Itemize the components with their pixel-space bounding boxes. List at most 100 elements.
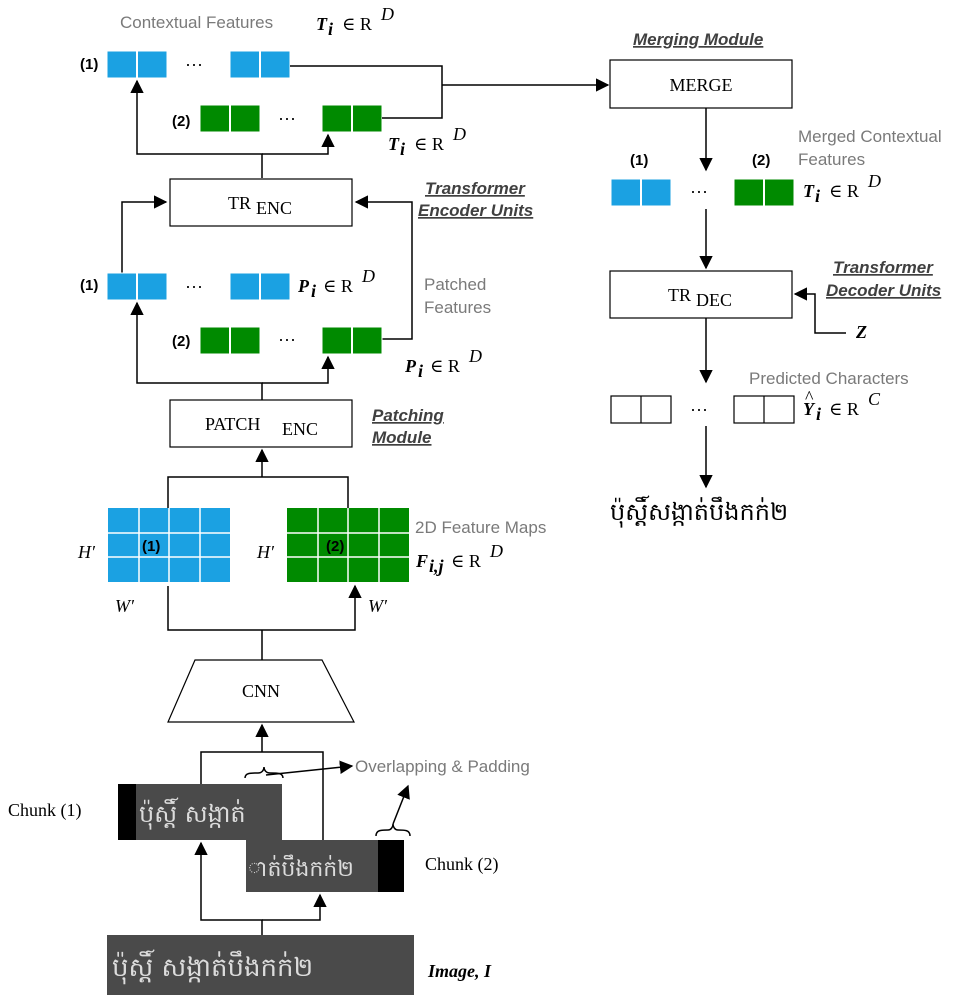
patching-module-label-1: Patching bbox=[372, 406, 444, 425]
arrow-feature-maps-to-patch-encoder bbox=[168, 450, 348, 508]
svg-text:∈ R: ∈ R bbox=[323, 276, 353, 296]
svg-text:i: i bbox=[816, 404, 821, 424]
contextual-green-block-left bbox=[200, 105, 260, 132]
svg-text:^: ^ bbox=[805, 387, 814, 407]
svg-text:i: i bbox=[418, 361, 423, 381]
feature-maps-label: 2D Feature Maps bbox=[415, 518, 546, 537]
patched-blue-block-right bbox=[230, 273, 290, 300]
merged-contextual-label-2: Features bbox=[798, 150, 865, 169]
patched-features-label-2: Features bbox=[424, 298, 491, 317]
patching-module-label-2: Module bbox=[372, 428, 432, 447]
svg-text:ប៉ុស្តិ៍ សង្កាត់បឹងកក់២: ប៉ុស្តិ៍ សង្កាត់បឹងកក់២ bbox=[112, 949, 313, 985]
svg-text:i: i bbox=[311, 281, 316, 301]
svg-text:TR: TR bbox=[668, 285, 691, 305]
feature-map-marker-2: (2) bbox=[326, 538, 344, 555]
svg-text:ាត់បឹងកក់២: ាត់បឹងកក់២ bbox=[248, 854, 354, 882]
line-green-to-merge bbox=[382, 85, 442, 118]
chunk-1-label: Chunk (1) bbox=[8, 800, 82, 821]
svg-text:PATCH: PATCH bbox=[205, 414, 260, 434]
chunk-1-image: ប៉ុស្តិ៍ សង្កាត់ bbox=[118, 784, 282, 840]
svg-text:P: P bbox=[297, 276, 310, 296]
patched-green-block-left bbox=[200, 327, 260, 354]
h-prime-left: H′ bbox=[77, 542, 96, 562]
feature-map-blue bbox=[108, 508, 230, 582]
svg-text:C: C bbox=[868, 389, 881, 409]
transformer-encoder-label-2: Encoder Units bbox=[418, 201, 533, 220]
svg-text:P: P bbox=[404, 356, 417, 376]
arrow-encoder-to-green-contextual bbox=[262, 135, 328, 154]
khmer-output-text: ប៉ុស្តិ៍សង្កាត់បឹងកក់២ bbox=[610, 495, 788, 528]
merged-blue-block bbox=[611, 179, 671, 206]
transformer-decoder-label-1: Transformer bbox=[833, 258, 934, 277]
patched-features-eq-top: P i ∈ R D bbox=[297, 266, 375, 301]
transformer-encoder-label-1: Transformer bbox=[425, 179, 526, 198]
svg-text:F: F bbox=[415, 551, 428, 571]
contextual-features-label: Contextual Features bbox=[120, 13, 273, 32]
row-marker-1-patched: (1) bbox=[80, 277, 98, 294]
predicted-block-right bbox=[734, 396, 794, 423]
merged-green-block bbox=[734, 179, 794, 206]
merging-module-label: Merging Module bbox=[633, 30, 763, 49]
overlap-padding-label: Overlapping & Padding bbox=[355, 757, 530, 776]
row-marker-1-merged: (1) bbox=[630, 152, 648, 169]
chunk-2-image: ាត់បឹងកក់២ bbox=[246, 840, 404, 892]
contextual-green-block-right bbox=[322, 105, 382, 132]
svg-text:∈ R: ∈ R bbox=[829, 399, 859, 419]
arrow-overlap-label bbox=[266, 766, 352, 775]
h-prime-right: H′ bbox=[256, 542, 275, 562]
merged-dots: ··· bbox=[690, 181, 708, 201]
svg-text:∈ R: ∈ R bbox=[414, 134, 444, 154]
arrow-image-to-chunk-2 bbox=[262, 895, 320, 920]
input-image: ប៉ុស្តិ៍ សង្កាត់បឹងកក់២ bbox=[107, 935, 414, 995]
svg-text:i,j: i,j bbox=[429, 556, 445, 576]
arrow-patch-to-green-patched bbox=[262, 357, 328, 383]
svg-text:T: T bbox=[388, 134, 400, 154]
input-image-label: Image, I bbox=[427, 961, 492, 981]
merged-contextual-label-1: Merged Contextual bbox=[798, 127, 942, 146]
chunk-2-label: Chunk (2) bbox=[425, 854, 499, 875]
svg-text:ENC: ENC bbox=[282, 419, 318, 439]
svg-text:∈ R: ∈ R bbox=[829, 181, 859, 201]
contextual-features-eq-top: T i ∈ R D bbox=[316, 4, 394, 39]
patch-encoder-box bbox=[170, 400, 352, 447]
svg-text:D: D bbox=[867, 171, 881, 191]
svg-text:i: i bbox=[328, 19, 333, 39]
predicted-characters-label: Predicted Characters bbox=[749, 369, 909, 388]
feature-map-marker-1: (1) bbox=[142, 538, 160, 555]
svg-text:T: T bbox=[316, 14, 328, 34]
z-input-label: Z bbox=[855, 322, 867, 342]
row-marker-2-merged: (2) bbox=[752, 152, 770, 169]
feature-maps-eq: F i,j ∈ R D bbox=[415, 541, 503, 576]
contextual-dots-2: ··· bbox=[278, 108, 296, 128]
patched-dots-2: ··· bbox=[278, 329, 296, 349]
patched-features-label-1: Patched bbox=[424, 275, 486, 294]
svg-text:∈ R: ∈ R bbox=[451, 551, 481, 571]
svg-text:D: D bbox=[361, 266, 375, 286]
contextual-features-eq-bottom: T i ∈ R D bbox=[388, 124, 466, 159]
svg-text:i: i bbox=[815, 186, 820, 206]
patched-blue-block-left bbox=[107, 273, 167, 300]
merged-features-eq: T i ∈ R D bbox=[803, 171, 881, 206]
svg-text:∈ R: ∈ R bbox=[342, 14, 372, 34]
patched-green-block-right bbox=[322, 327, 382, 354]
contextual-blue-block-right bbox=[230, 51, 290, 78]
svg-text:∈ R: ∈ R bbox=[430, 356, 460, 376]
w-prime-right: W′ bbox=[368, 596, 388, 616]
arrow-cnn-to-feature-maps bbox=[168, 586, 355, 660]
contextual-dots-1: ··· bbox=[185, 54, 203, 74]
row-marker-2-patched: (2) bbox=[172, 333, 190, 350]
predicted-eq: Y ^ i ∈ R C bbox=[803, 387, 881, 424]
cnn-label: CNN bbox=[242, 681, 280, 701]
overlap-brace bbox=[245, 767, 283, 778]
svg-text:D: D bbox=[489, 541, 503, 561]
row-marker-2-contextual: (2) bbox=[172, 113, 190, 130]
row-marker-1-contextual: (1) bbox=[80, 56, 98, 73]
svg-text:T: T bbox=[803, 181, 815, 201]
padding-brace bbox=[376, 824, 410, 836]
svg-text:ប៉ុស្តិ៍ សង្កាត់: ប៉ុស្តិ៍ សង្កាត់ bbox=[139, 797, 246, 830]
transformer-decoder-label-2: Decoder Units bbox=[826, 281, 941, 300]
svg-text:i: i bbox=[400, 139, 405, 159]
svg-text:DEC: DEC bbox=[696, 290, 732, 310]
line-blue-to-merge bbox=[290, 66, 442, 85]
